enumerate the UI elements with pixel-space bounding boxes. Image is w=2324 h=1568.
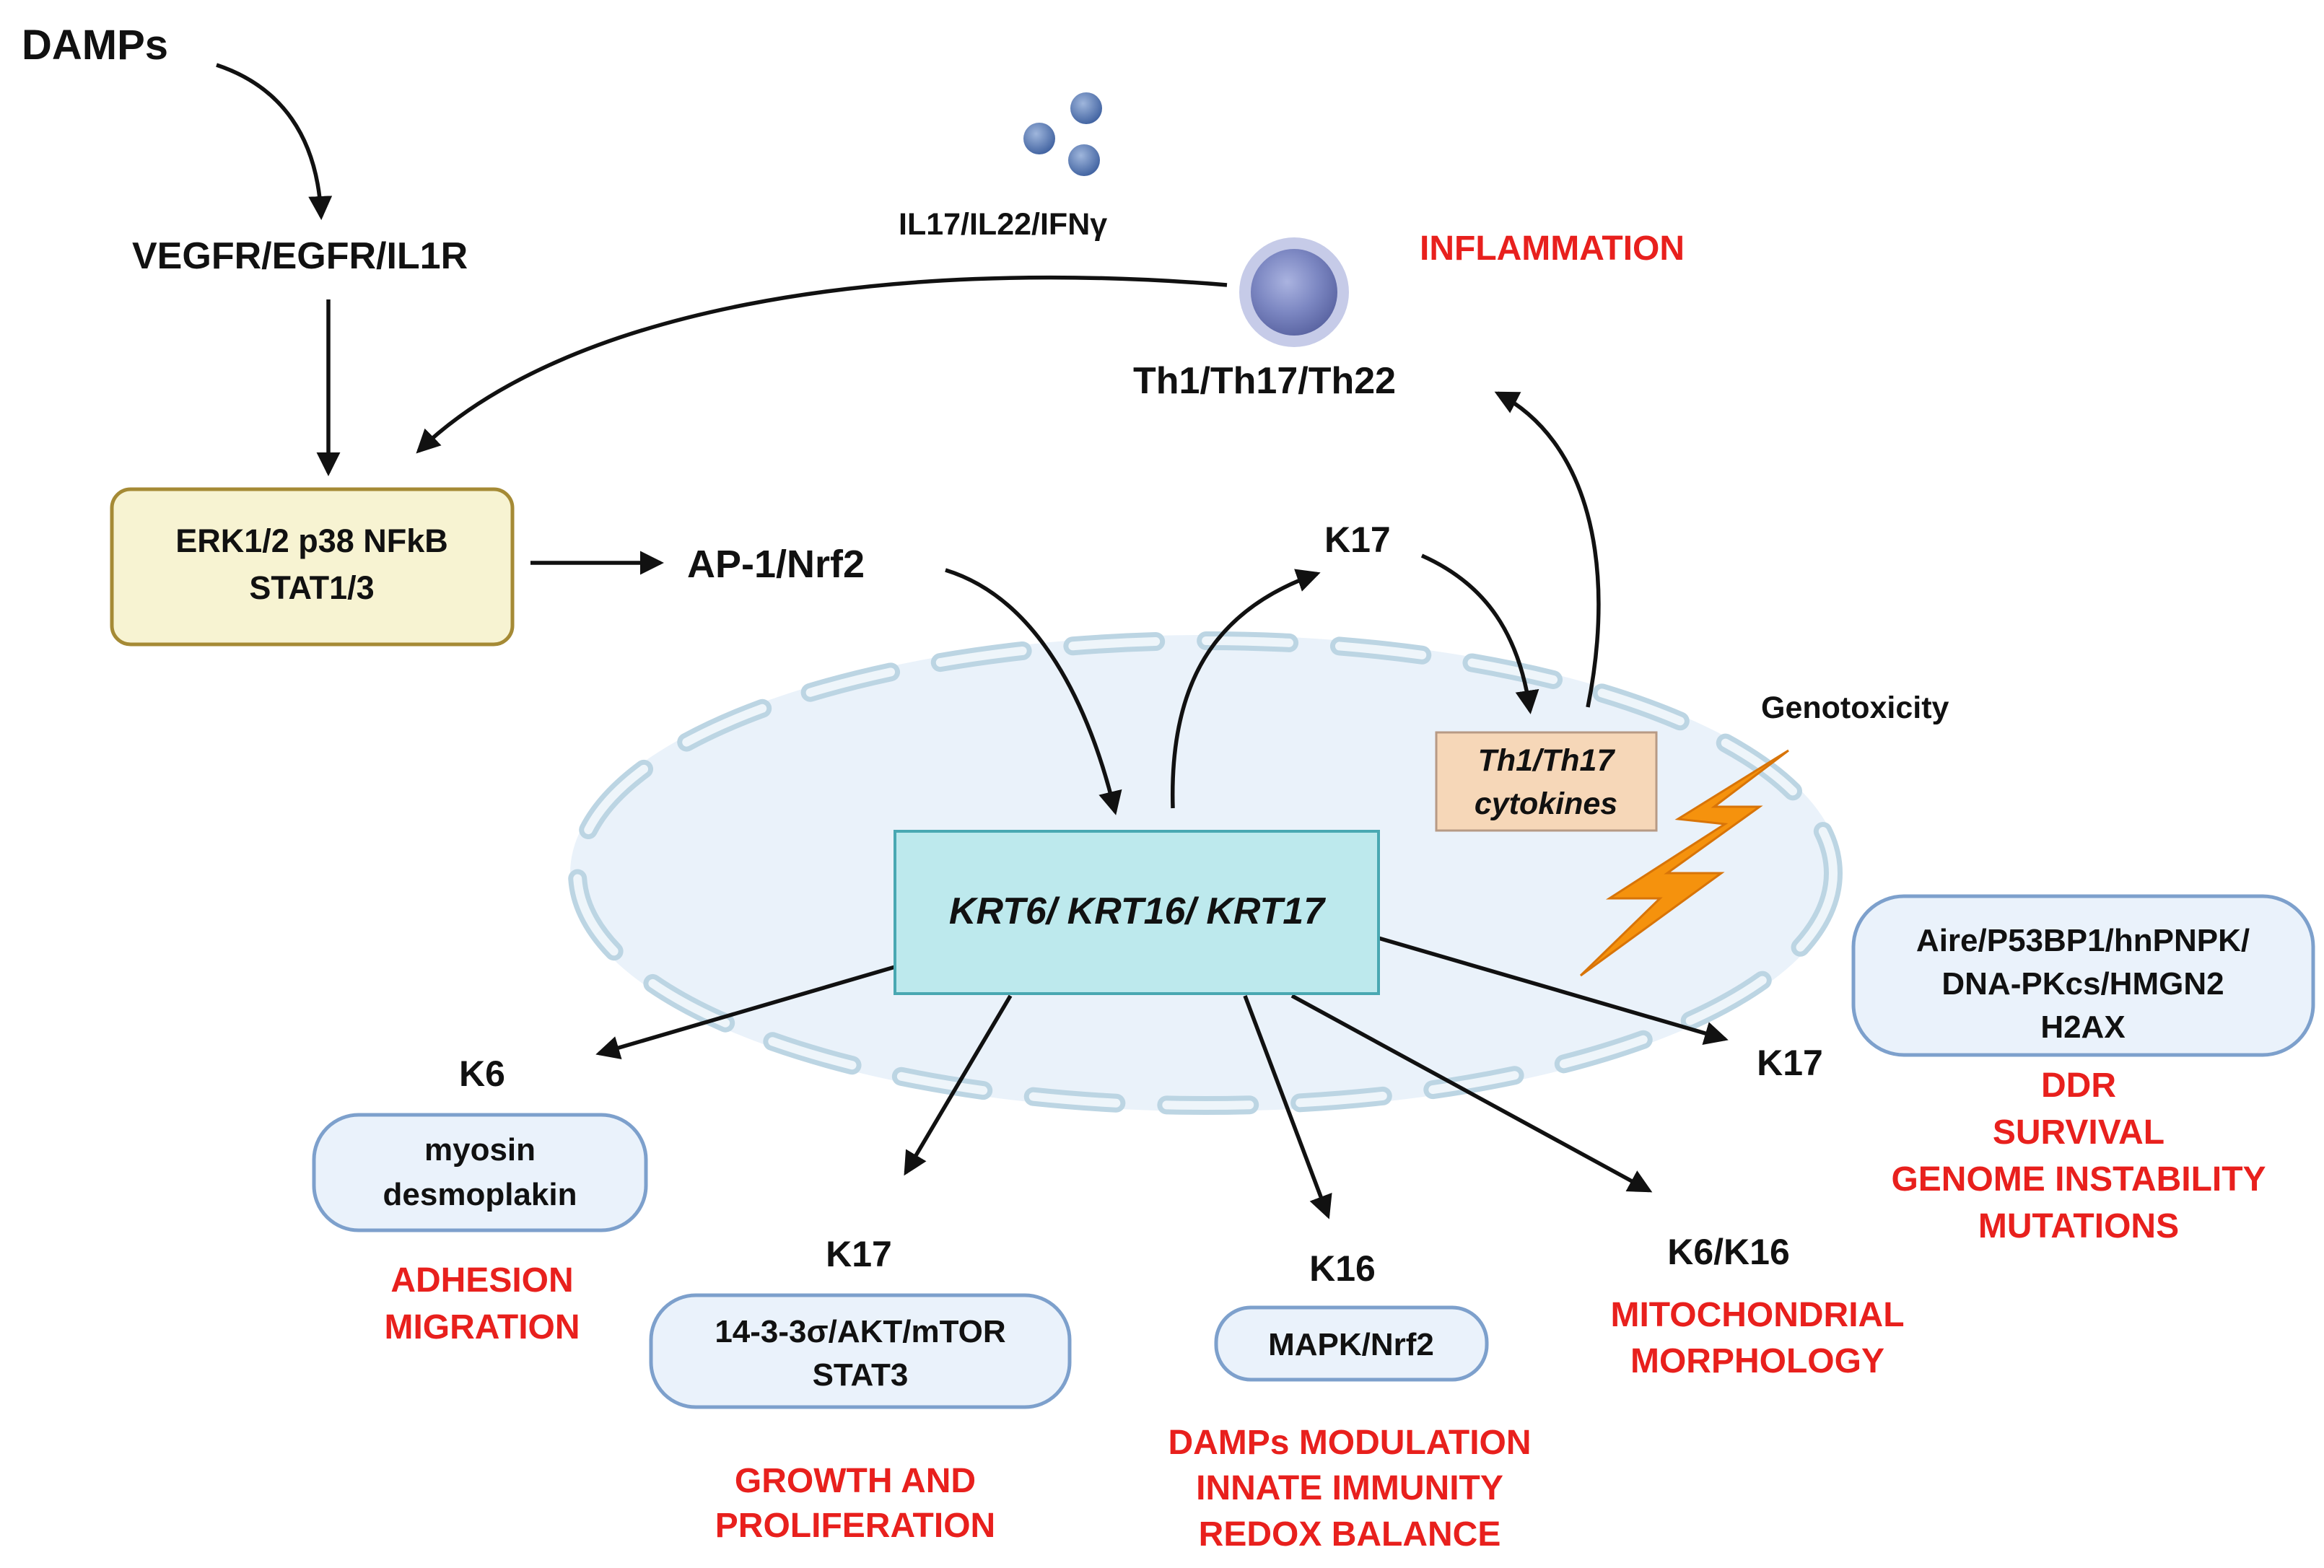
receptors-label: VEGFR/EGFR/IL1R (132, 235, 468, 277)
growth-outcome-line-2: PROLIFERATION (715, 1507, 995, 1545)
arrow-genes-to-k17 (1170, 569, 1321, 809)
arrow-genes-to-k17-growth (904, 994, 1013, 1176)
k6-partners-box: myosin desmoplakin (312, 1113, 648, 1232)
ddr-box-line-3: H2AX (2040, 1009, 2125, 1045)
damps-label: DAMPs (22, 22, 168, 69)
arrow-damps-to-receptors (216, 63, 333, 220)
k6k16-label: K6/K16 (1667, 1232, 1790, 1272)
ap1-label: AP-1/Nrf2 (687, 543, 865, 586)
pathway-arrows (216, 63, 1729, 1219)
k16-box-label: MAPK/Nrf2 (1268, 1327, 1434, 1362)
th-cytokines-box: Th1/Th17 cytokines (1435, 731, 1658, 832)
arrow-cytokines-to-th (1494, 391, 1601, 708)
k6-outcome-line-1: ADHESION (390, 1261, 573, 1300)
th-cytokines-line-1: Th1/Th17 (1478, 743, 1616, 778)
ddr-box-line-1: Aire/P53BP1/hnPNPK/ (1916, 923, 2250, 958)
nuclear-envelope-inner (573, 636, 1838, 1110)
ddr-outcome-line-3: GENOME INSTABILITY (1891, 1160, 2266, 1199)
arrow-th-to-kinases (416, 275, 1228, 454)
kinase-box-line-2: STAT1/3 (249, 569, 374, 606)
ddr-outcome-line-4: MUTATIONS (1978, 1207, 2179, 1245)
arrow-genes-to-k6k16 (1290, 994, 1653, 1193)
growth-box-line-1: 14-3-3σ/AKT/mTOR (715, 1314, 1005, 1349)
k16-label: K16 (1309, 1248, 1376, 1289)
t-cell-icon (1239, 237, 1349, 347)
mito-outcome-line-2: MORPHOLOGY (1630, 1342, 1884, 1380)
growth-partners-box: 14-3-3σ/AKT/mTOR STAT3 (649, 1293, 1072, 1409)
lightning-bolt-icon (1579, 749, 1789, 977)
inflammation-label: INFLAMMATION (1420, 229, 1685, 268)
ddr-outcome-line-2: SURVIVAL (1993, 1113, 2164, 1152)
ddr-partners-box: Aire/P53BP1/hnPNPK/ DNA-PKcs/HMGN2 H2AX (1851, 894, 2315, 1057)
arrow-genes-to-k16 (1243, 995, 1332, 1219)
k16-outcome-line-1: DAMPs MODULATION (1168, 1424, 1531, 1462)
growth-outcome-line-1: GROWTH AND (735, 1462, 976, 1500)
k17-ddr-label: K17 (1757, 1043, 1823, 1083)
arrow-ap1-to-genes (945, 568, 1122, 815)
th-cells-label: Th1/Th17/Th22 (1133, 360, 1396, 402)
genotoxicity-label: Genotoxicity (1761, 691, 1949, 725)
kinase-box-line-1: ERK1/2 p38 NFkB (175, 522, 448, 559)
keratin-genes-box: KRT6/ KRT16/ KRT17 (894, 830, 1380, 995)
k16-outcome-line-2: INNATE IMMUNITY (1196, 1469, 1503, 1507)
k6-box-line-2: desmoplakin (383, 1177, 577, 1212)
arrow-genes-to-k17-ddr (1378, 936, 1729, 1045)
ddr-outcome-line-1: DDR (2041, 1066, 2116, 1105)
growth-box-line-2: STAT3 (813, 1357, 909, 1393)
ddr-box-line-2: DNA-PKcs/HMGN2 (1941, 966, 2224, 1002)
arrow-k17-to-cytokines (1420, 553, 1539, 714)
k17-growth-label: K17 (826, 1234, 892, 1274)
keratin-genes-label: KRT6/ KRT16/ KRT17 (949, 890, 1326, 932)
mito-outcome-line-1: MITOCHONDRIAL (1610, 1296, 1904, 1334)
kinase-signaling-box: ERK1/2 p38 NFkB STAT1/3 (110, 487, 515, 647)
cytokines-label: IL17/IL22/IFNγ (899, 207, 1107, 242)
k6-box-line-1: myosin (424, 1132, 536, 1168)
cytokine-particles-icon (1023, 92, 1102, 176)
k16-outcome-line-3: REDOX BALANCE (1199, 1515, 1501, 1554)
k6-label: K6 (459, 1054, 505, 1094)
arrow-genes-to-k6 (595, 965, 896, 1059)
k6-outcome-line-2: MIGRATION (384, 1308, 580, 1346)
k17-top-label: K17 (1324, 520, 1391, 560)
k16-partners-box: MAPK/Nrf2 (1214, 1305, 1489, 1382)
th-cytokines-line-2: cytokines (1475, 787, 1617, 821)
